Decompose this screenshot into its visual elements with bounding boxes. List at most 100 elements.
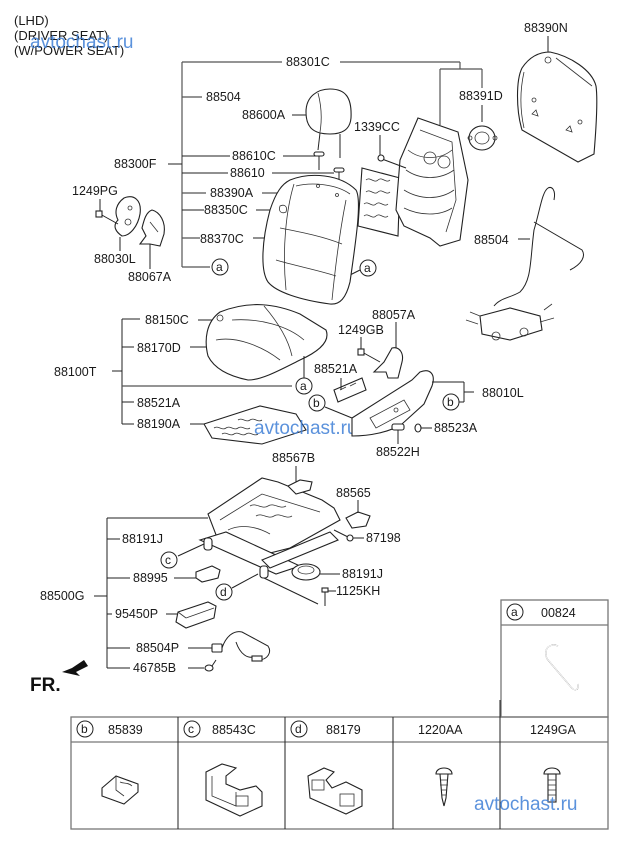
motor-88191J	[291, 563, 340, 581]
label-1249PG: 1249PG	[72, 184, 118, 198]
backboard-88390N	[517, 51, 598, 163]
label-88170D: 88170D	[137, 341, 181, 355]
seatback-bracket	[168, 61, 483, 268]
harness-88504P	[211, 631, 271, 662]
label-88600A: 88600A	[242, 108, 286, 122]
tie-46785B	[204, 659, 217, 672]
callout-b-right: b	[442, 393, 460, 411]
bolt-1249PG	[95, 210, 119, 225]
callout-d: d	[215, 573, 259, 601]
front-label: FR.	[30, 675, 61, 696]
header-lhd: (LHD)	[14, 13, 49, 28]
label-88057A: 88057A	[372, 308, 416, 322]
cushion-88170D	[205, 304, 328, 381]
bolt-1249GB	[357, 337, 381, 363]
svg-text:a: a	[216, 260, 223, 274]
legend-cell-1220AA: 1220AA	[418, 723, 463, 807]
svg-text:c: c	[188, 722, 194, 736]
legend-cell-b: b 85839	[76, 720, 143, 805]
svg-text:b: b	[81, 722, 88, 736]
side-shield-88010L	[351, 370, 474, 437]
label-88010L: 88010L	[482, 386, 524, 400]
knob-88522H	[391, 423, 405, 444]
svg-text:a: a	[511, 605, 518, 619]
watermark-middle: avtochast.ru	[254, 418, 358, 439]
legend-part-85839: 85839	[108, 723, 143, 737]
svg-text:b: b	[313, 396, 320, 410]
header-driver-seat: (DRIVER SEAT)	[14, 28, 108, 43]
svg-text:a: a	[364, 261, 371, 275]
cushion-bracket	[112, 318, 292, 425]
clip-88543C-icon	[205, 763, 263, 817]
label-88504-top: 88504	[206, 90, 241, 104]
legend-part-88543C: 88543C	[212, 723, 256, 737]
diagram-header: (LHD) (DRIVER SEAT) (W/POWER SEAT)	[14, 13, 124, 58]
svg-text:c: c	[165, 553, 171, 567]
label-88610: 88610	[230, 166, 265, 180]
label-88150C: 88150C	[145, 313, 189, 327]
label-88370C: 88370C	[200, 232, 244, 246]
headrest-88600A	[305, 88, 352, 158]
label-95450P: 95450P	[115, 607, 158, 621]
callout-a-seatback: a	[345, 259, 377, 278]
label-88500G: 88500G	[40, 589, 84, 603]
label-88995: 88995	[133, 571, 168, 585]
label-1249GB: 1249GB	[338, 323, 384, 337]
legend-part-00824: 00824	[541, 606, 576, 620]
legend-cell-1249GA: 1249GA	[530, 723, 577, 803]
legend-cell-a: a 00824	[506, 603, 579, 691]
bolt-87198	[333, 529, 364, 542]
label-88067A: 88067A	[128, 270, 172, 284]
label-88521A-left: 88521A	[137, 396, 181, 410]
seatback-cover-88370C	[262, 174, 360, 305]
front-direction-indicator: FR.	[30, 660, 88, 696]
label-88521A-right: 88521A	[314, 362, 358, 376]
label-88350C: 88350C	[204, 203, 248, 217]
ecu-95450P	[175, 601, 217, 629]
watermark-bottom: avtochast.ru	[474, 794, 578, 815]
label-46785B: 46785B	[133, 661, 176, 675]
legend-cell-c: c 88543C	[183, 720, 263, 817]
lumbar-88391D	[467, 125, 498, 151]
legend-part-1249GA: 1249GA	[530, 723, 577, 737]
cover-88567B	[287, 466, 313, 495]
label-88522H: 88522H	[376, 445, 420, 459]
switch-88521A	[333, 377, 367, 403]
module-88995	[195, 565, 221, 583]
clip-85839-icon	[101, 775, 139, 805]
callout-a-left: a	[211, 258, 229, 276]
callout-a-cushion: a	[295, 377, 313, 395]
legend-part-88179: 88179	[326, 723, 361, 737]
label-88504-harness: 88504	[474, 233, 509, 247]
label-88191J-right: 88191J	[342, 567, 383, 581]
label-88300F: 88300F	[114, 157, 157, 171]
label-88100T: 88100T	[54, 365, 97, 379]
label-1339CC: 1339CC	[354, 120, 400, 134]
side-cover-88030L	[114, 196, 141, 237]
label-88504P: 88504P	[136, 641, 179, 655]
track-bracket	[94, 517, 208, 669]
label-88390A: 88390A	[210, 186, 254, 200]
legend-table: a 00824 b 85839 c 88543C	[70, 599, 609, 830]
clip-88179-icon	[307, 767, 363, 815]
cover-88565	[345, 500, 371, 529]
legend-part-1220AA: 1220AA	[418, 723, 463, 737]
knob-88523A	[414, 423, 432, 433]
label-88030L: 88030L	[94, 252, 136, 266]
bracket-88067A	[138, 209, 165, 247]
label-87198: 87198	[366, 531, 401, 545]
svg-text:d: d	[295, 722, 302, 736]
label-88523A: 88523A	[434, 421, 478, 435]
callout-b-left: b	[308, 394, 353, 419]
svg-text:a: a	[300, 379, 307, 393]
label-88567B: 88567B	[272, 451, 315, 465]
label-88191J-left: 88191J	[122, 532, 163, 546]
heater-mat-88390A	[357, 167, 401, 237]
headrest-guides	[313, 151, 345, 186]
screw-1220AA-icon	[435, 767, 453, 807]
seatback-frame-88301C	[377, 117, 469, 247]
label-88390N: 88390N	[524, 21, 568, 35]
label-88391D: 88391D	[459, 89, 503, 103]
front-arrow-icon	[62, 660, 88, 676]
